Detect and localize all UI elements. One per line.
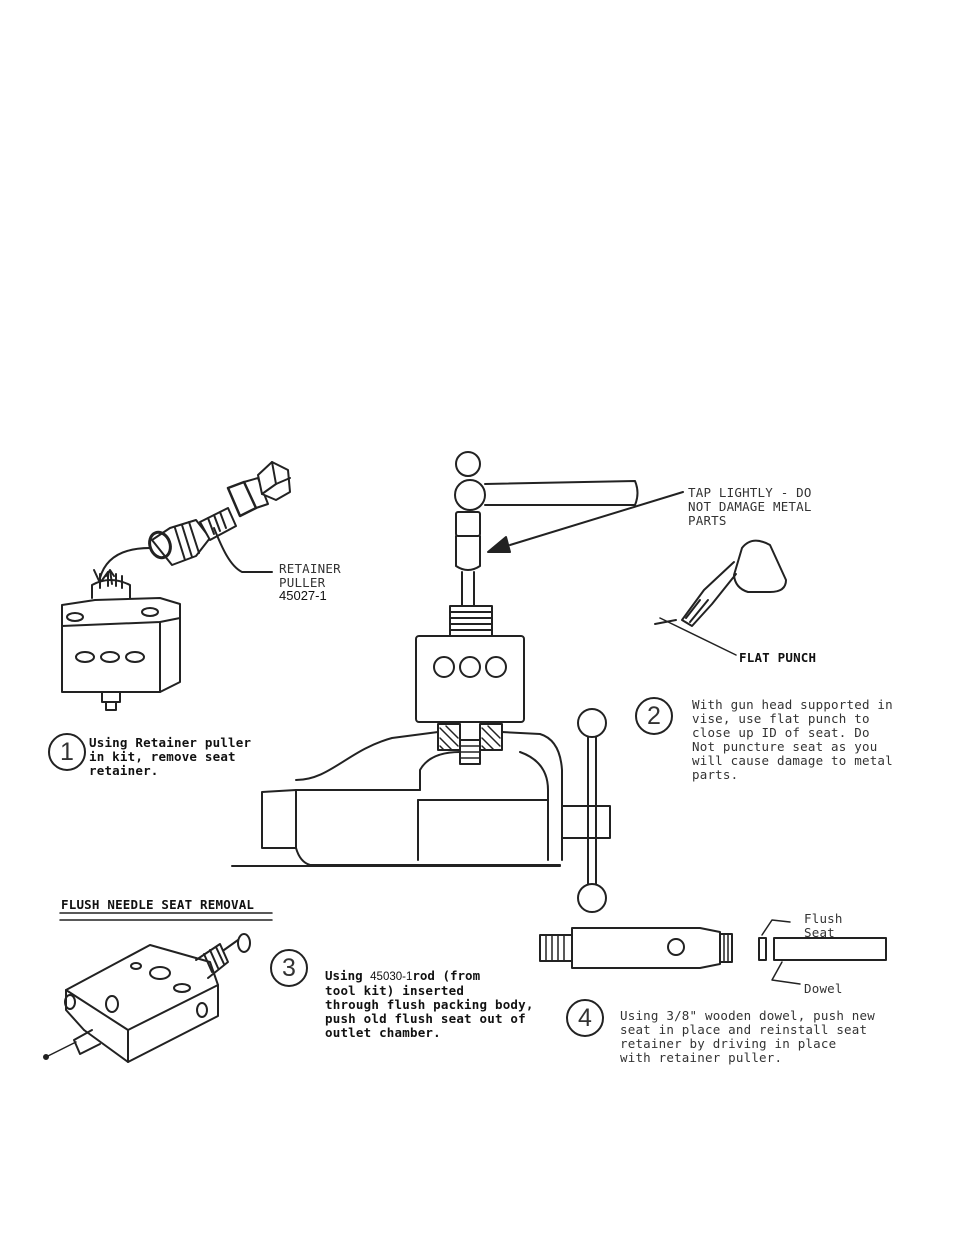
flush-packing-tube-drawing <box>539 927 733 969</box>
flush-packing-body-drawing <box>43 933 251 1063</box>
step-2-text: With gun head supported in vise, use fla… <box>692 697 893 782</box>
step-1-text: Using Retainer puller in kit, remove sea… <box>89 735 252 778</box>
step-3-part-number: 45030-1 <box>370 971 413 983</box>
flat-punch-label: FLAT PUNCH <box>739 650 817 665</box>
step-1-circle <box>48 733 86 771</box>
step-4-circle <box>566 999 604 1037</box>
vise-drawing <box>231 708 611 913</box>
dowel-part <box>771 937 887 985</box>
step-2-circle <box>635 697 673 735</box>
flush-seat-part <box>758 919 791 961</box>
hammer-drawing <box>454 451 684 553</box>
dowel-label: Dowel <box>804 981 843 996</box>
tap-lightly-label: TAP LIGHTLY - DO NOT DAMAGE METAL PARTS <box>688 485 812 528</box>
section-underline <box>59 912 273 921</box>
gun-head-in-vise <box>415 635 525 723</box>
section-title: FLUSH NEEDLE SEAT REMOVAL <box>61 897 255 912</box>
step-3-text-block: Using 45030-1rod (from tool kit) inserte… <box>325 965 534 1040</box>
punch-in-vise <box>449 511 493 637</box>
step-3-number: 3 <box>282 954 296 982</box>
step-4-number: 4 <box>578 1004 592 1032</box>
step-1-number: 1 <box>60 738 74 766</box>
step-3-lead-word: Using <box>325 968 371 983</box>
step-3-circle <box>270 949 308 987</box>
retainer-puller-part-number: 45027-1 <box>279 588 327 603</box>
step-2-number: 2 <box>647 702 661 730</box>
flush-seat-label: Flush Seat <box>804 911 843 940</box>
retainer-puller-label: RETAINER PULLER <box>279 561 341 590</box>
step-4-text: Using 3/8" wooden dowel, push new seat i… <box>620 1008 875 1065</box>
gun-head-block-step1 <box>61 569 181 711</box>
flat-punch-drawing <box>654 539 787 656</box>
step-3-text-a: rod (from <box>412 968 481 983</box>
step-3-text-b: tool kit) inserted through flush packing… <box>325 983 534 1040</box>
retainer-puller-drawing <box>93 461 291 584</box>
